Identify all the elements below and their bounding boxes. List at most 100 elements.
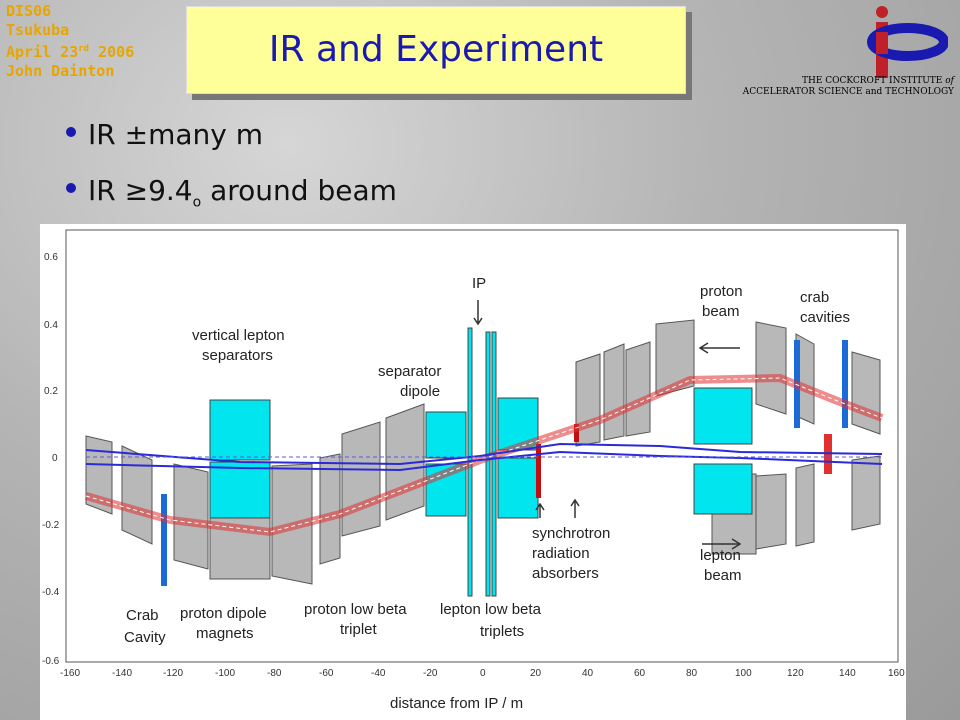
bullet-text-post: around beam bbox=[201, 174, 397, 207]
x-tick: 100 bbox=[735, 668, 752, 679]
x-tick: 40 bbox=[582, 668, 594, 679]
absorber bbox=[536, 444, 541, 498]
magnet bbox=[121, 445, 153, 545]
proton-beam-arrow bbox=[698, 342, 740, 354]
x-tick: 140 bbox=[839, 668, 856, 679]
x-tick: 120 bbox=[787, 668, 804, 679]
magnet bbox=[575, 353, 601, 447]
vertical-lepton-separators-label: separators bbox=[202, 347, 273, 364]
lepton-beam-lower bbox=[85, 450, 883, 472]
diagram-labels: IP vertical lepton separators separator … bbox=[124, 275, 850, 646]
x-tick: 80 bbox=[686, 668, 698, 679]
x-tick: -140 bbox=[112, 668, 132, 679]
y-tick: 0.2 bbox=[44, 386, 58, 397]
magnet bbox=[341, 421, 381, 537]
institute-line2: ACCELERATOR SCIENCE and TECHNOLOGY bbox=[742, 87, 954, 97]
absorber bbox=[574, 424, 579, 442]
crab-cavities-label: crab bbox=[800, 289, 829, 306]
conference-name: DIS06 bbox=[6, 2, 52, 20]
conference-date: April 23rd 2006 bbox=[6, 40, 134, 62]
bullet-dot bbox=[66, 127, 76, 137]
separator-magnet bbox=[693, 463, 753, 515]
absorber-arrow bbox=[535, 502, 545, 518]
x-tick: 0 bbox=[480, 668, 486, 679]
vertical-lepton-separators-label: vertical lepton bbox=[192, 327, 285, 344]
crab-cavity-label: Cavity bbox=[124, 629, 166, 646]
separator-magnet bbox=[425, 411, 467, 459]
ip-quad bbox=[491, 331, 497, 597]
magnet bbox=[655, 319, 695, 397]
magnet bbox=[755, 473, 787, 550]
proton-dipole-label: magnets bbox=[196, 625, 254, 642]
ir-layout-svg: 0.6 0.4 0.2 0 -0.2 -0.4 -0.6 -160 -140 -… bbox=[42, 229, 905, 712]
date-year: 2006 bbox=[89, 43, 135, 61]
x-tick: -160 bbox=[60, 668, 80, 679]
y-tick: 0 bbox=[52, 453, 58, 464]
proton-low-beta-label: proton low beta bbox=[304, 601, 407, 618]
plot-frame bbox=[65, 229, 899, 663]
title-box: IR and Experiment bbox=[186, 6, 686, 94]
proton-dipole-label: proton dipole bbox=[180, 605, 267, 622]
crab-cavity bbox=[161, 494, 167, 586]
x-tick: -20 bbox=[423, 668, 438, 679]
x-tick: -60 bbox=[319, 668, 334, 679]
bullet-ir-angle: IR ≥9.4o around beam bbox=[66, 174, 397, 211]
magnet bbox=[755, 321, 787, 415]
ir-layout-diagram: 0.6 0.4 0.2 0 -0.2 -0.4 -0.6 -160 -140 -… bbox=[40, 224, 906, 720]
y-tick: -0.6 bbox=[42, 656, 60, 667]
x-axis-ticks: -160 -140 -120 -100 -80 -60 -40 -20 0 20… bbox=[60, 668, 905, 679]
x-tick: -80 bbox=[267, 668, 282, 679]
proton-low-beta-label: triplet bbox=[340, 621, 378, 638]
lepton-beam-label: lepton bbox=[700, 547, 741, 564]
institute-main: THE COCKCROFT INSTITUTE bbox=[801, 76, 943, 86]
proton-beam-centre bbox=[85, 377, 883, 533]
conference-location: Tsukuba bbox=[6, 21, 70, 39]
conference-info: DIS06 Tsukuba April 23rd 2006 John Daint… bbox=[6, 2, 134, 81]
y-tick: -0.4 bbox=[42, 587, 60, 598]
x-axis-label: distance from IP / m bbox=[390, 695, 523, 712]
bullet-ir-length: IR ±many m bbox=[66, 118, 263, 151]
date-main: April 23 bbox=[6, 43, 79, 61]
x-tick: -100 bbox=[215, 668, 235, 679]
magnet bbox=[851, 351, 881, 435]
proton-beam-label: beam bbox=[702, 303, 740, 320]
slide-title: IR and Experiment bbox=[268, 29, 604, 70]
lepton-beam-label: beam bbox=[704, 567, 742, 584]
bullet-text-main: IR ≥9.4 bbox=[88, 174, 193, 207]
magnet bbox=[795, 463, 815, 547]
magnet bbox=[173, 463, 209, 570]
bullet-text-sub: o bbox=[192, 194, 202, 211]
crab-cavity-label: Crab bbox=[126, 607, 159, 624]
x-tick: 20 bbox=[530, 668, 542, 679]
synchrotron-label: radiation bbox=[532, 545, 590, 562]
magnet bbox=[319, 453, 341, 565]
institute-line1: THE COCKCROFT INSTITUTE of bbox=[743, 76, 954, 87]
magnet bbox=[625, 341, 651, 437]
separator-magnet bbox=[209, 399, 271, 461]
separator-dipole-label: dipole bbox=[400, 383, 440, 400]
x-tick: 160 bbox=[888, 668, 905, 679]
x-tick: 60 bbox=[634, 668, 646, 679]
lepton-beam-upper bbox=[85, 442, 883, 466]
separator-dipole-label: separator bbox=[378, 363, 441, 380]
y-axis-ticks: 0.6 0.4 0.2 0 -0.2 -0.4 -0.6 bbox=[42, 252, 60, 667]
separator-magnet bbox=[209, 461, 271, 519]
lepton-beam-arrow bbox=[702, 538, 742, 550]
proton-beam-label: proton bbox=[700, 283, 743, 300]
separator-magnet bbox=[693, 387, 753, 445]
ip-label: IP bbox=[472, 275, 486, 292]
date-suffix: rd bbox=[78, 44, 90, 54]
arrows bbox=[473, 300, 742, 550]
x-tick: -120 bbox=[163, 668, 183, 679]
ip-arrow bbox=[473, 300, 483, 326]
ip-quad bbox=[485, 331, 491, 597]
x-tick: -40 bbox=[371, 668, 386, 679]
speaker-name: John Dainton bbox=[6, 62, 115, 80]
separator-magnet bbox=[497, 457, 539, 519]
y-tick: 0.6 bbox=[44, 252, 58, 263]
y-tick: -0.2 bbox=[42, 520, 60, 531]
y-tick: 0.4 bbox=[44, 320, 58, 331]
crab-cavities-label: cavities bbox=[800, 309, 850, 326]
crab-cavity bbox=[842, 340, 848, 428]
cockcroft-logo bbox=[867, 6, 948, 78]
